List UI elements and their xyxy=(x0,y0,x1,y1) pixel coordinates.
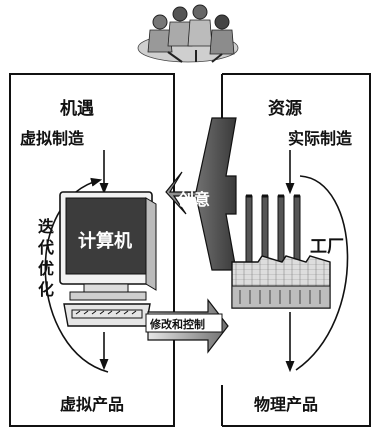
right-panel-frame xyxy=(222,73,371,427)
real-loop-arrow xyxy=(295,175,349,371)
factory-label: 工厂 xyxy=(310,237,344,257)
keyboard-icon xyxy=(63,303,151,327)
left-panel-title: 机遇 xyxy=(60,98,94,119)
real-manufacturing-label: 实际制造 xyxy=(288,129,353,148)
factory-icon xyxy=(231,194,331,309)
control-label-box xyxy=(145,313,223,333)
iteration-char-4: 化 xyxy=(38,280,54,299)
virtual-manufacturing-label: 虚拟制造 xyxy=(20,129,85,148)
creativity-label: 创意 xyxy=(177,190,210,209)
iteration-char-1: 迭 xyxy=(38,217,54,236)
people-group-icon xyxy=(137,4,239,63)
physical-product-label: 物理产品 xyxy=(254,395,318,414)
right-panel-title: 资源 xyxy=(268,98,302,119)
left-panel-frame xyxy=(9,73,175,427)
virtual-product-label: 虚拟产品 xyxy=(60,395,124,414)
computer-label: 计算机 xyxy=(78,230,132,252)
h-arrow-icon xyxy=(165,117,237,271)
control-label: 修改和控制 xyxy=(149,317,205,331)
iteration-char-2: 代 xyxy=(37,238,54,257)
computer-icon xyxy=(59,191,157,301)
iteration-char-3: 优 xyxy=(38,259,54,278)
